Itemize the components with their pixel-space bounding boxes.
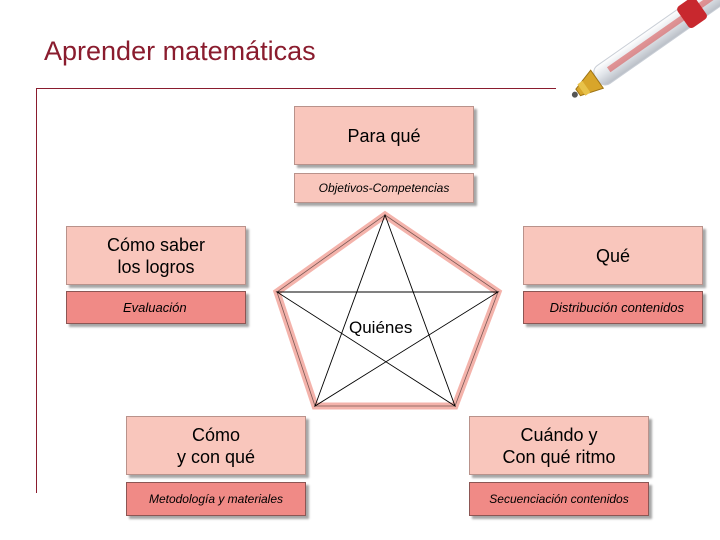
- pentagon-star-diagram: [272, 210, 503, 410]
- bottom-left-subtitle-box: Metodología y materiales: [126, 482, 306, 516]
- left-box: Cómo saber los logros: [66, 226, 246, 285]
- ballpoint-pen-icon: [571, 0, 720, 98]
- right-subtitle-box: Distribución contenidos: [523, 291, 703, 324]
- center-label: Quiénes: [349, 318, 413, 337]
- bottom-right-subtitle-box: Secuenciación contenidos: [469, 482, 649, 516]
- bottom-right-box: Cuándo y Con qué ritmo: [469, 416, 649, 475]
- top-subtitle-box: Objetivos-Competencias: [294, 173, 474, 203]
- frame-left-line: [36, 88, 37, 493]
- right-box: Qué: [523, 226, 703, 285]
- pentagon-edge: [276, 214, 499, 407]
- frame-top-line: [36, 88, 556, 89]
- left-subtitle-box: Evaluación: [66, 291, 246, 324]
- star-lines: [275, 213, 500, 408]
- bottom-left-box: Cómo y con qué: [126, 416, 306, 475]
- top-box: Para qué: [294, 106, 474, 165]
- pentagon-outline: [272, 210, 503, 410]
- slide-title: Aprender matemáticas: [44, 36, 316, 66]
